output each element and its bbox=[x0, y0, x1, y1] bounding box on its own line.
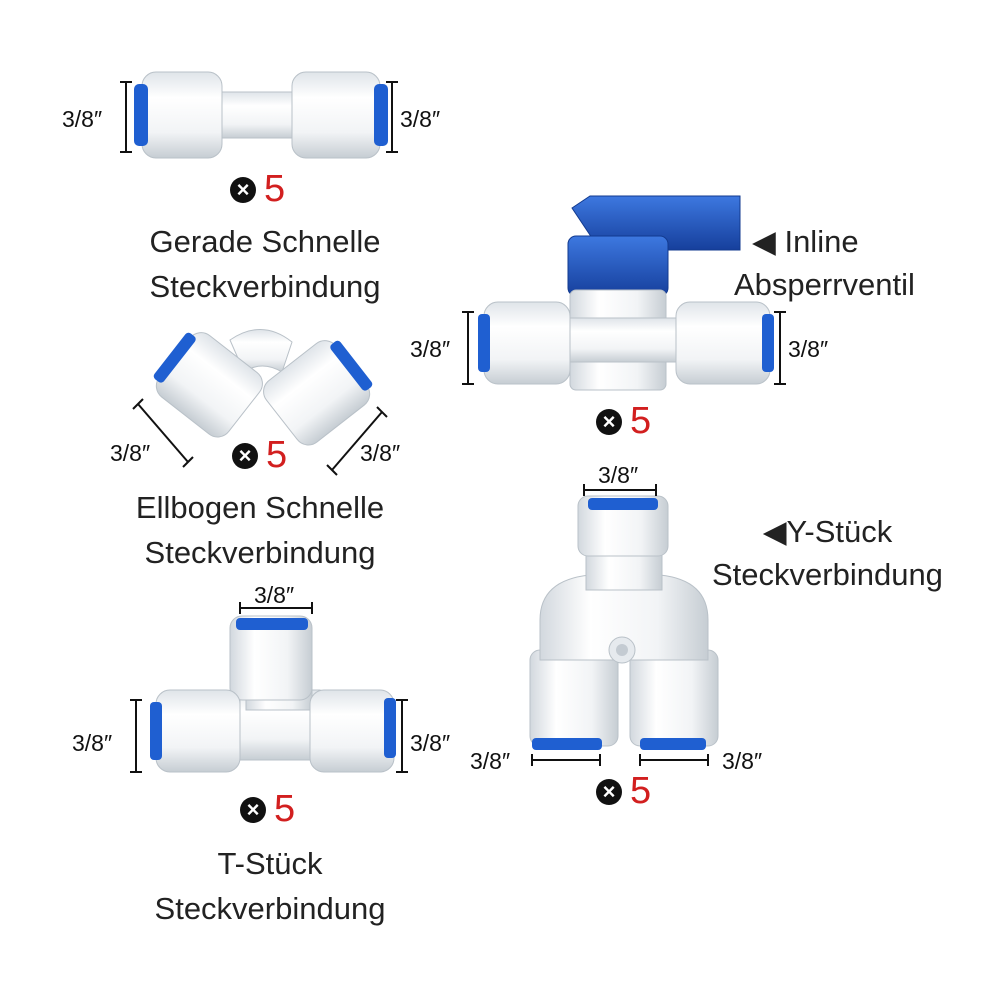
tee-fitting bbox=[150, 615, 396, 773]
elbow-dimension-lines bbox=[132, 398, 388, 476]
tee-size-right: 3/8″ bbox=[410, 730, 451, 756]
elbow-quantity-value: 5 bbox=[266, 434, 288, 476]
straight-union-fitting bbox=[134, 71, 388, 159]
x-circle-icon: × bbox=[596, 778, 622, 805]
tee-size-left: 3/8″ bbox=[72, 730, 113, 756]
ypiece-quantity-value: 5 bbox=[630, 770, 652, 812]
valve-dimension-lines bbox=[462, 311, 786, 385]
ypiece-size-left: 3/8″ bbox=[470, 748, 511, 774]
straight-caption-line1: Gerade Schnelle bbox=[149, 224, 381, 259]
ypiece-label-line1: ◀Y-Stück bbox=[762, 514, 893, 549]
x-circle-icon: × bbox=[596, 408, 622, 435]
tee-quantity: × 5 bbox=[240, 788, 295, 831]
straight-quantity: × 5 bbox=[230, 168, 285, 211]
ypiece-label-line2: Steckverbindung bbox=[712, 557, 943, 593]
valve-quantity: × 5 bbox=[596, 400, 651, 443]
ypiece-size-top: 3/8″ bbox=[598, 462, 639, 488]
y-piece-fitting bbox=[529, 495, 719, 750]
tee-caption-line1: T-Stück bbox=[217, 846, 323, 881]
straight-caption-line2: Steckverbindung bbox=[149, 268, 381, 304]
tee-caption-line2: Steckverbindung bbox=[154, 890, 386, 926]
inline-valve-fitting bbox=[478, 195, 774, 391]
elbow-size-right: 3/8″ bbox=[360, 440, 401, 466]
valve-size-right: 3/8″ bbox=[788, 336, 829, 362]
valve-label-line2: Absperrventil bbox=[734, 267, 915, 303]
straight-caption: Gerade Schnelle Steckverbindung bbox=[110, 220, 420, 310]
elbow-size-left: 3/8″ bbox=[110, 440, 151, 466]
elbow-caption: Ellbogen Schnelle Steckverbindung bbox=[100, 486, 420, 576]
straight-quantity-value: 5 bbox=[264, 168, 286, 210]
x-circle-icon: × bbox=[230, 176, 256, 203]
valve-label: ◀ Inline Absperrventil bbox=[734, 220, 915, 307]
tee-size-top: 3/8″ bbox=[254, 582, 295, 608]
elbow-caption-line2: Steckverbindung bbox=[144, 534, 376, 570]
valve-label-line1: ◀ Inline bbox=[752, 224, 859, 259]
tee-quantity-value: 5 bbox=[274, 788, 296, 830]
elbow-quantity: × 5 bbox=[232, 434, 287, 477]
tee-caption: T-Stück Steckverbindung bbox=[120, 842, 420, 932]
straight-size-right: 3/8″ bbox=[400, 106, 441, 132]
elbow-fitting bbox=[153, 329, 373, 446]
tee-dimension-lines bbox=[130, 602, 408, 773]
straight-size-left: 3/8″ bbox=[62, 106, 103, 132]
x-circle-icon: × bbox=[232, 442, 258, 469]
y-piece-dimension-lines bbox=[531, 484, 709, 766]
valve-quantity-value: 5 bbox=[630, 400, 652, 442]
x-circle-icon: × bbox=[240, 796, 266, 823]
valve-size-left: 3/8″ bbox=[410, 336, 451, 362]
ypiece-size-right: 3/8″ bbox=[722, 748, 763, 774]
elbow-caption-line1: Ellbogen Schnelle bbox=[135, 490, 385, 525]
ypiece-quantity: × 5 bbox=[596, 770, 651, 813]
ypiece-label: ◀Y-Stück Steckverbindung bbox=[712, 510, 943, 597]
straight-dimension-lines bbox=[120, 81, 398, 153]
